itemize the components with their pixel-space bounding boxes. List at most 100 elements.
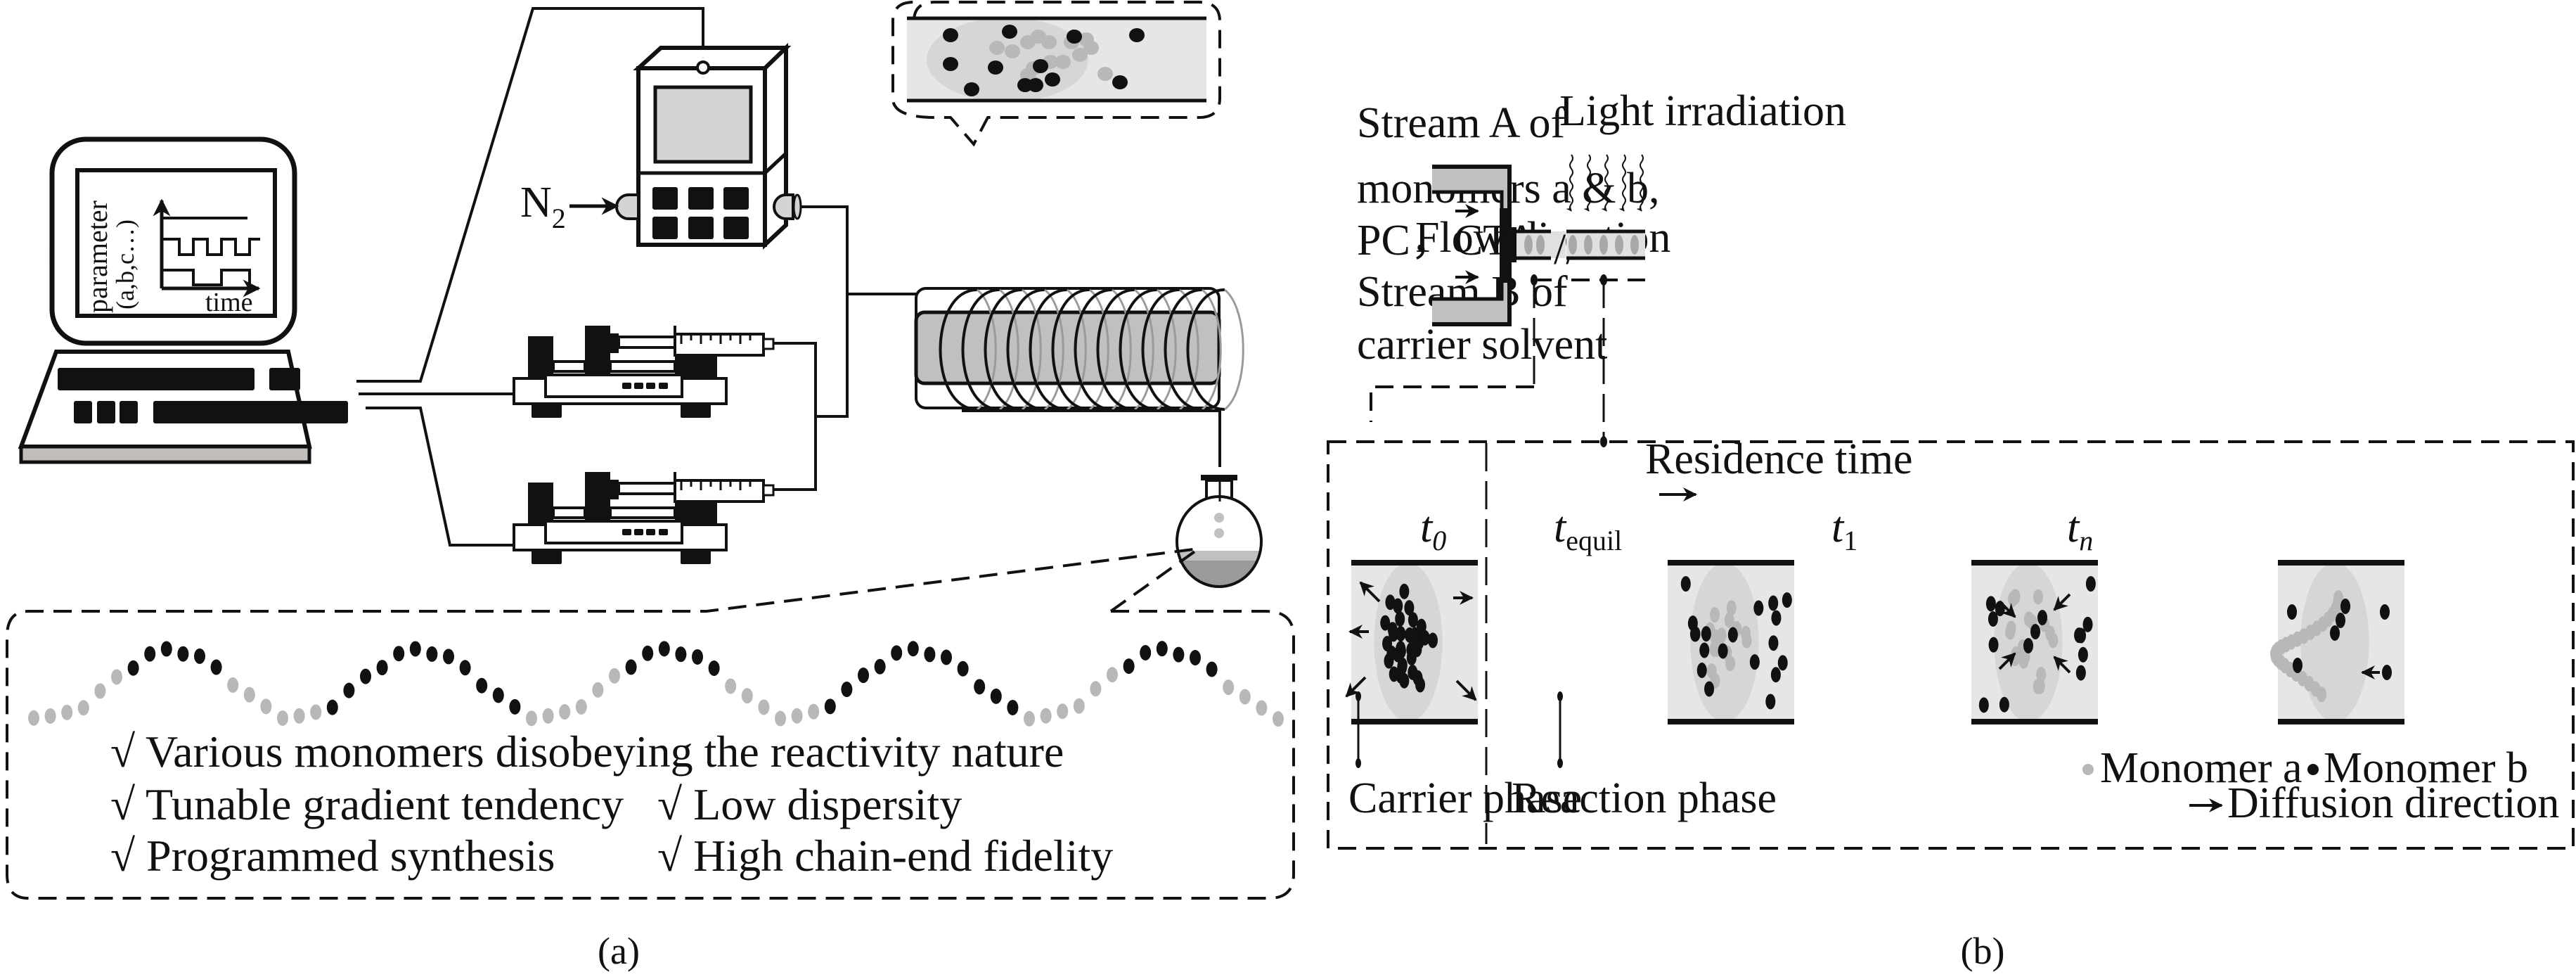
- monomer-a-dot: [758, 699, 770, 715]
- monomer-b-dot: [858, 668, 869, 684]
- monomer-b-dot: [1988, 611, 1998, 627]
- stage-label-tequil: tequil: [1554, 504, 1622, 556]
- panel-b: Stream A of monomers a & b, PC，CTA Strea…: [1327, 87, 2575, 972]
- monomer-a-dot: [1239, 689, 1251, 705]
- monomer-a-dot: [310, 704, 322, 720]
- monomer-b-dot: [907, 641, 919, 657]
- monomer-a-dot: [61, 704, 73, 720]
- monomer-b-dot: [1753, 600, 1764, 616]
- coil-loop-front: [1119, 288, 1158, 411]
- monomer-a-dot: [725, 678, 737, 694]
- monomer-b-dot: [1206, 661, 1218, 677]
- monomer-b-dot: [1385, 594, 1396, 611]
- monomer-b-dot: [360, 668, 371, 684]
- monomer-a-dot: [260, 698, 272, 715]
- monomer-b-dot: [2074, 627, 2085, 644]
- monomer-a-dot: [592, 682, 604, 698]
- light-irradiation-label: Light irradiation: [1559, 87, 1846, 135]
- monomer-b-swatch: [2307, 764, 2319, 775]
- feature-5: √ High chain-end fidelity: [657, 831, 1113, 881]
- monomer-b-dot: [509, 698, 521, 715]
- monomer-a-dot: [2033, 679, 2043, 695]
- coil-loop-front: [1074, 288, 1113, 411]
- monomer-a-dot: [1072, 48, 1088, 62]
- monomer-a-dot: [1256, 700, 1268, 716]
- monomer-a-dot: [2006, 620, 2016, 637]
- diffusion-arrow: [1345, 676, 1367, 698]
- coil-loop-back: [977, 288, 997, 411]
- monomer-b-dot: [924, 646, 936, 663]
- monomer-a-dot: [542, 708, 554, 724]
- monomer-a-dot: [1223, 679, 1235, 696]
- monomer-b-dot: [1002, 25, 1017, 39]
- coil-loop-front: [1164, 288, 1203, 411]
- monomer-a-dot: [243, 687, 255, 703]
- monomer-b-dot: [1419, 630, 1430, 646]
- monomer-a-dot: [1741, 632, 1752, 649]
- diffusion-arrow: [1455, 679, 1477, 701]
- droplet: [2300, 563, 2369, 722]
- monomer-b-dot: [1689, 626, 1700, 642]
- monomer-a-dot: [989, 41, 1005, 55]
- monomer-b-dot: [957, 660, 969, 677]
- diffusion-arrow: [2053, 593, 2071, 611]
- feature-4: √ Programmed synthesis: [110, 831, 555, 881]
- coil-loop-back: [1157, 288, 1177, 411]
- monomer-a-dot: [2010, 589, 2021, 605]
- monomer-b-dot: [459, 660, 471, 676]
- screen-x-label: time: [205, 288, 253, 317]
- monomer-b-dot: [376, 660, 388, 676]
- monomer-a-dot: [227, 677, 239, 693]
- monomer-b-dot: [2075, 665, 2086, 681]
- polymer-chain-callout: √ Various monomers disobeying the reacti…: [6, 547, 1295, 900]
- light-rays-icon: [1566, 154, 1644, 212]
- monomer-b-dot: [1007, 699, 1019, 715]
- monomer-b-dot: [2085, 576, 2096, 592]
- monomer-a-dot: [1083, 41, 1099, 55]
- panel-a: parameter (a,b,c…) time: [6, 1, 1295, 972]
- monomer-b-dot: [2287, 604, 2297, 620]
- light-ray-icon: [1583, 154, 1591, 212]
- monomer-b-dot: [964, 82, 979, 96]
- monomer-a-dot: [791, 708, 803, 724]
- monomer-b-dot: [1415, 677, 1426, 693]
- stage-label-t0: t0: [1420, 504, 1446, 556]
- monomer-b-dot: [127, 660, 139, 676]
- legend-monomer-b: Monomer b: [2324, 744, 2528, 792]
- monomer-b-dot: [210, 659, 222, 675]
- monomer-b-dot: [2082, 616, 2093, 632]
- coil-loop-front: [1186, 288, 1225, 411]
- coil-loop-front: [1029, 288, 1068, 411]
- monomer-a-dot: [526, 710, 537, 727]
- tube-zoom-callout: [891, 1, 1221, 147]
- monomer-b-dot: [1382, 636, 1393, 652]
- droplet: [1615, 235, 1623, 255]
- monomer-b-dot: [841, 682, 853, 698]
- monomer-b-dot: [2330, 625, 2340, 641]
- monomer-b-dot: [476, 677, 488, 694]
- monomer-b-dot: [326, 699, 338, 715]
- stream-text-1: Stream A of: [1357, 99, 1566, 147]
- monomer-b-dot: [1782, 592, 1792, 608]
- light-ray-icon: [1601, 154, 1609, 212]
- monomer-b-dot: [1173, 646, 1185, 663]
- monomer-b-dot: [1988, 637, 1999, 653]
- monomer-b-dot: [824, 698, 836, 715]
- monomer-b-dot: [1768, 595, 1779, 611]
- droplet: [1599, 235, 1608, 255]
- monomer-a-dot: [1724, 612, 1734, 628]
- monomer-b-dot: [443, 649, 454, 665]
- diffusion-arrow: [1359, 581, 1381, 603]
- monomer-b-dot: [988, 60, 1003, 75]
- monomer-a-dot: [1090, 681, 1102, 697]
- monomer-b-dot: [1384, 653, 1394, 669]
- stage-t0-tube: [1345, 560, 1478, 724]
- coil-reactor-icon: [914, 287, 1244, 467]
- monomer-a-dot: [77, 700, 89, 716]
- monomer-b-dot: [1399, 672, 1410, 689]
- monomer-a-dot: [1726, 600, 1737, 616]
- monomer-b-dot: [1140, 644, 1152, 660]
- monomer-b-dot: [1771, 610, 1782, 626]
- panel-a-caption: (a): [598, 930, 640, 972]
- monomer-b-dot: [1395, 611, 1405, 627]
